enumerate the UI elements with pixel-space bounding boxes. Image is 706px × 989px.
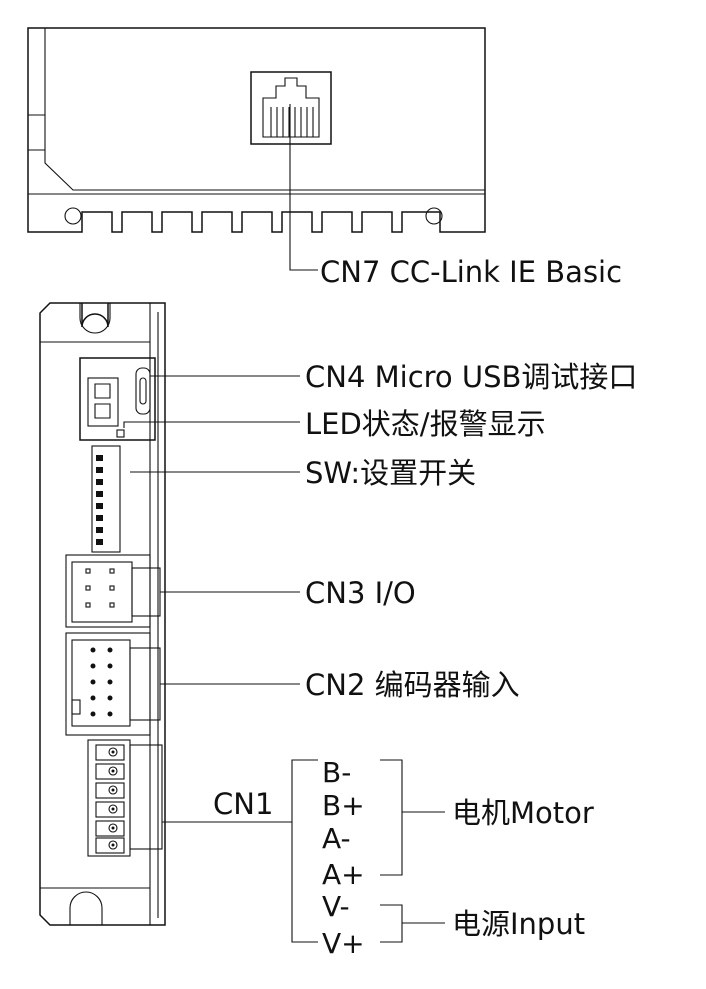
- cn7-leader-line: [289, 104, 318, 271]
- pin-label: B-: [322, 756, 351, 789]
- sw-label: SW:设置开关: [305, 456, 476, 490]
- mount-hole-left: [64, 207, 82, 225]
- pin-label: A-: [322, 822, 351, 855]
- dip-switch-bank: [91, 445, 121, 553]
- cn2-connector: [65, 632, 161, 736]
- pin-label: B+: [322, 789, 365, 822]
- cn2-label: CN2 编码器输入: [305, 668, 520, 702]
- cn1-terminal-block: [87, 739, 163, 857]
- micro-usb-port-icon: [135, 367, 151, 415]
- pin-label: V-: [322, 890, 350, 923]
- cn4-label: CN4 Micro USB调试接口: [305, 360, 637, 394]
- led-label: LED状态/报警显示: [305, 407, 546, 441]
- mount-hole-right: [425, 207, 443, 225]
- cn3-label: CN3 I/O: [305, 576, 416, 610]
- pin-label: V+: [322, 927, 365, 960]
- cn7-label: CN7 CC-Link IE Basic: [320, 255, 622, 289]
- cn3-connector: [65, 554, 161, 628]
- top-view-housing: [27, 27, 486, 233]
- cn1-label: CN1: [213, 787, 273, 821]
- power-label: 电源Input: [452, 907, 585, 941]
- leader-lines: [123, 375, 445, 943]
- led-display: [79, 357, 156, 441]
- motor-label: 电机Motor: [452, 796, 594, 830]
- rj45-port-icon: [250, 71, 332, 145]
- pin-label: A+: [322, 858, 365, 891]
